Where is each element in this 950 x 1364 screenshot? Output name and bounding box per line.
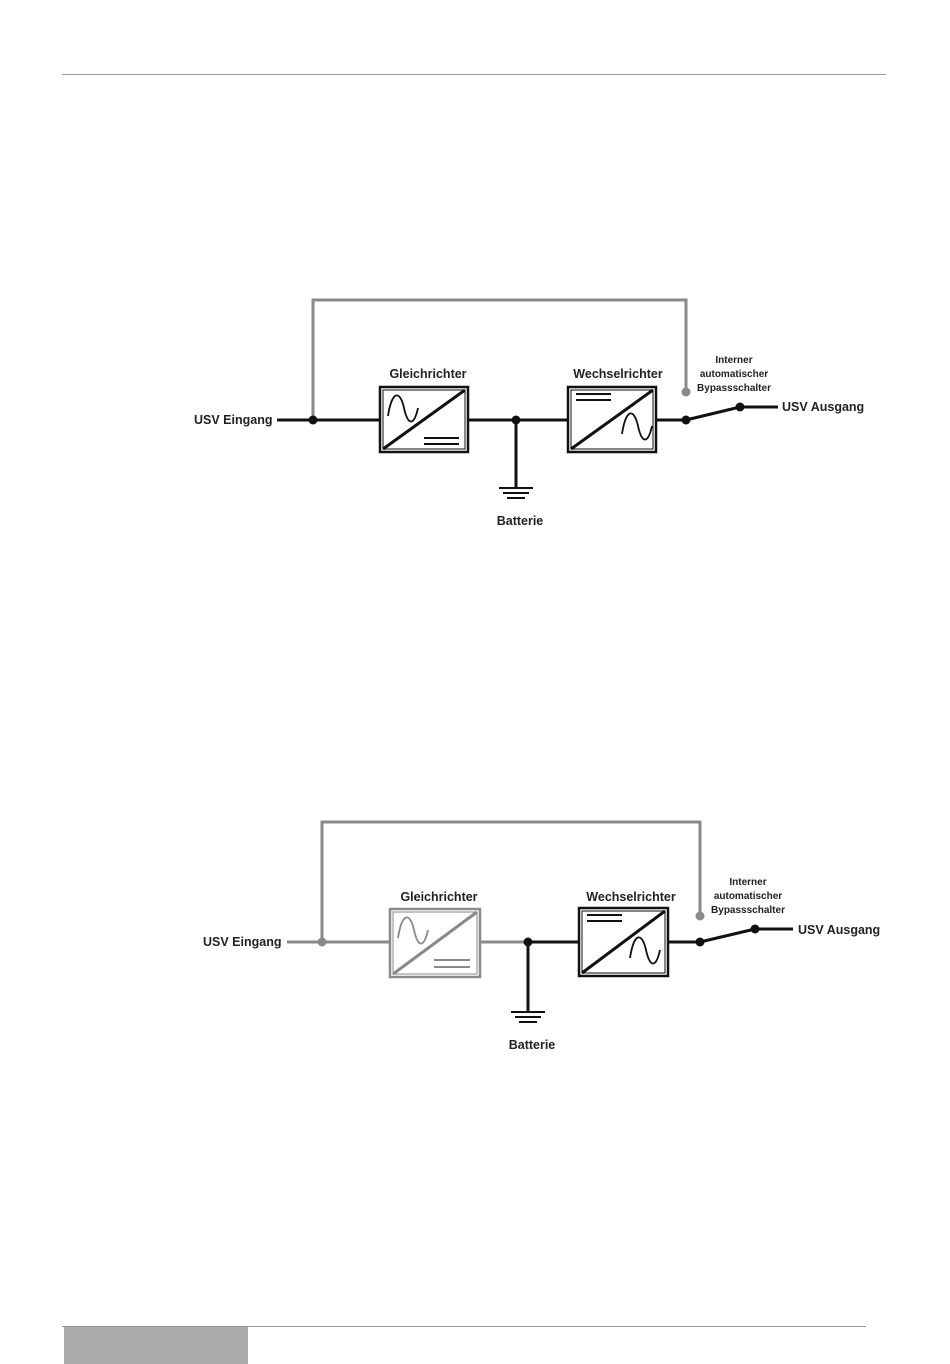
bypass-label-line1: Interner	[729, 877, 766, 888]
input-label: USV Eingang	[203, 935, 281, 949]
bypass-label-line1: Interner	[715, 355, 752, 366]
battery-ground-icon	[499, 488, 533, 498]
input-label: USV Eingang	[194, 413, 272, 427]
inverter-block	[579, 908, 668, 976]
output-label: USV Ausgang	[782, 400, 864, 414]
bypass-label-line3: Bypassschalter	[711, 905, 785, 916]
inverter-label: Wechselrichter	[586, 890, 676, 904]
bypass-switch-lever	[686, 407, 740, 420]
ups-diagram-normal: USV Eingang USV Ausgang Gleichrichter We…	[0, 280, 950, 580]
inverter-label: Wechselrichter	[573, 367, 663, 381]
header-rule	[62, 74, 886, 75]
rectifier-label: Gleichrichter	[400, 890, 477, 904]
rectifier-block	[390, 909, 480, 977]
battery-label: Batterie	[497, 514, 544, 528]
bypass-label-line2: automatischer	[714, 891, 782, 902]
input-node	[309, 416, 318, 425]
bypass-switch-lever	[700, 929, 755, 942]
ups-diagram-battery: USV Eingang USV Ausgang Gleichrichter We…	[0, 800, 950, 1100]
bypass-label-line3: Bypassschalter	[697, 383, 771, 394]
rectifier-block	[380, 387, 468, 452]
bypass-end-node	[682, 388, 691, 397]
rectifier-label: Gleichrichter	[389, 367, 466, 381]
input-node	[318, 938, 327, 947]
battery-label: Batterie	[509, 1038, 556, 1052]
bypass-end-node	[696, 912, 705, 921]
inverter-block	[568, 387, 656, 452]
battery-ground-icon	[511, 1012, 545, 1022]
footer-page-tab	[64, 1327, 248, 1364]
bypass-label-line2: automatischer	[700, 369, 768, 380]
output-label: USV Ausgang	[798, 923, 880, 937]
